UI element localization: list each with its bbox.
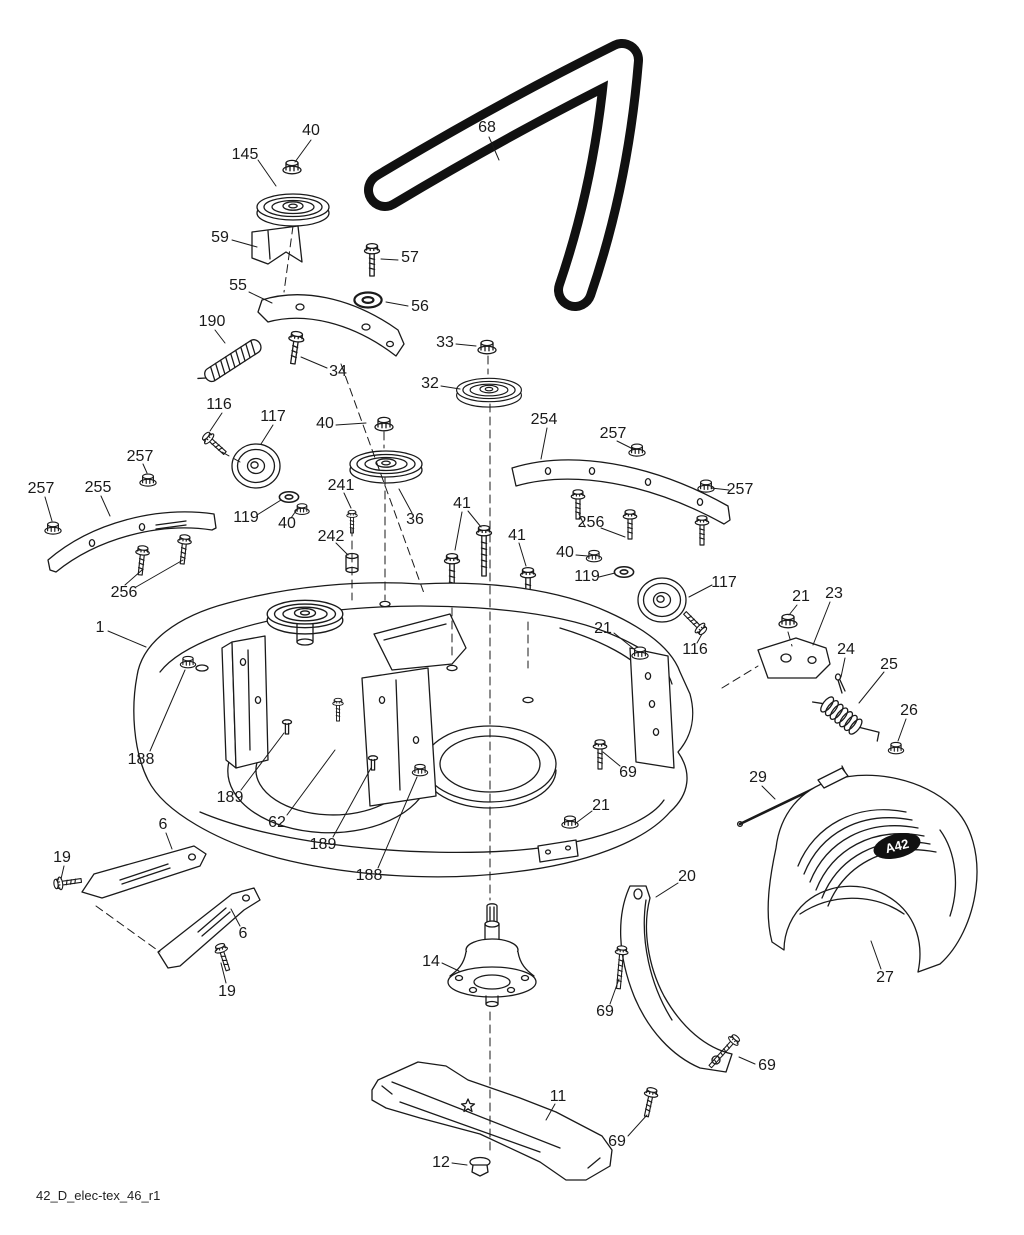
bolt-256-b bbox=[622, 509, 638, 540]
nut-33 bbox=[477, 339, 497, 355]
washer-56 bbox=[353, 291, 383, 309]
bracket-6-b bbox=[157, 887, 261, 969]
bracket-59 bbox=[251, 225, 303, 265]
belt-68 bbox=[364, 39, 643, 311]
blade-bolt-12 bbox=[469, 1156, 491, 1177]
nut-257-a bbox=[628, 443, 646, 457]
bolt-41-b bbox=[475, 524, 493, 577]
gauge-wheel-117-right bbox=[637, 577, 687, 623]
bolt-69-d bbox=[639, 1085, 660, 1119]
nut-257-c bbox=[139, 473, 157, 487]
spindle-assembly-14 bbox=[447, 903, 537, 1008]
bracket-bar-255 bbox=[47, 511, 217, 573]
pulley-32 bbox=[456, 377, 522, 408]
axle-bolt-116-right bbox=[679, 607, 710, 638]
nut-257-d bbox=[44, 521, 62, 535]
bolt-34 bbox=[284, 329, 306, 366]
bolt-256-a bbox=[570, 489, 586, 520]
spring-190 bbox=[197, 339, 262, 383]
alignment-lines bbox=[95, 225, 793, 1151]
nut-26 bbox=[887, 741, 905, 755]
nut-188-right bbox=[411, 763, 429, 777]
drawing-number: 42_D_elec-tex_46_r1 bbox=[36, 1188, 161, 1203]
brake-bar-55 bbox=[257, 294, 405, 357]
leader-lines bbox=[44, 136, 907, 1166]
washer-119-right bbox=[613, 565, 635, 579]
nut-21-b bbox=[561, 815, 579, 829]
nut-40-right bbox=[585, 549, 603, 563]
bolt-19-b bbox=[212, 941, 235, 973]
nut-40-idler bbox=[374, 416, 394, 432]
bracket-23 bbox=[757, 637, 831, 679]
washer-119-left bbox=[278, 490, 300, 504]
deck-spindle-pulley bbox=[266, 599, 344, 646]
deck-housing-1 bbox=[133, 582, 694, 878]
spring-25 bbox=[811, 696, 880, 742]
idler-pulley-145 bbox=[256, 159, 330, 227]
model-badge: A42 bbox=[873, 832, 921, 860]
bracket-bar-254 bbox=[511, 459, 731, 525]
nut-257-b bbox=[697, 479, 715, 493]
nut-188-left bbox=[179, 655, 197, 669]
arm-20 bbox=[619, 885, 733, 1073]
model-badge-text: A42 bbox=[884, 836, 911, 856]
blade-11 bbox=[371, 1061, 613, 1181]
bolt-19-a bbox=[52, 873, 83, 892]
bolt-256-e bbox=[174, 533, 193, 566]
gauge-wheel-117-left bbox=[231, 443, 281, 489]
idler-pulley-36 bbox=[349, 450, 423, 484]
bolt-256-c bbox=[694, 515, 710, 546]
cotter-pin-24 bbox=[834, 673, 846, 694]
bracket-6-a bbox=[81, 845, 207, 899]
bolt-57 bbox=[363, 242, 381, 277]
discharge-chute-27: A42 bbox=[767, 767, 978, 973]
bolt-256-d bbox=[132, 544, 151, 577]
nut-21-c bbox=[778, 613, 798, 629]
